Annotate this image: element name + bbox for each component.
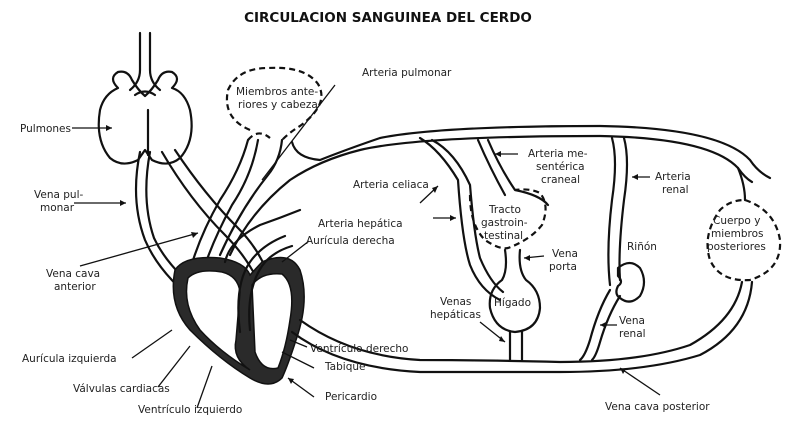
label-tracto-2: gastroin- [481, 217, 528, 229]
diagram-title: CIRCULACION SANGUINEA DEL CERDO [244, 10, 532, 26]
label-arteria-celiaca: Arteria celiaca [353, 179, 429, 191]
label-vena-renal-1: Vena [619, 315, 645, 327]
label-ventriculo-izquierdo: Ventrículo izquierdo [138, 404, 242, 416]
label-vena-cava-posterior: Vena cava posterior [605, 401, 710, 413]
label-auricula-izquierda: Aurícula izquierda [22, 353, 117, 365]
label-vena-cava-anterior-2: anterior [54, 281, 96, 293]
label-auricula-derecha: Aurícula derecha [306, 235, 395, 247]
label-rinon: Riñón [627, 241, 657, 253]
label-vena-cava-anterior-1: Vena cava [46, 268, 100, 280]
anterior-limbs-head [225, 66, 323, 141]
posterior-body-limbs [290, 198, 782, 374]
liver [488, 248, 542, 362]
label-tabique: Tabique [324, 361, 365, 373]
label-vena-porta-1: Vena [552, 248, 578, 260]
kidney [578, 261, 646, 362]
label-cuerpo-3: posteriores [707, 241, 766, 253]
label-vena-porta-2: porta [549, 261, 577, 273]
label-arteria-renal-1: Arteria [655, 171, 691, 183]
labels: Pulmones Vena pul- monar Vena cava anter… [20, 67, 766, 416]
anterior-vessels [188, 124, 772, 272]
label-arteria-mesenterica-3: craneal [541, 174, 580, 186]
label-arteria-pulmonar: Arteria pulmonar [362, 67, 452, 79]
abdominal-vessels [418, 136, 747, 302]
label-venas-hepaticas-1: Venas [440, 296, 471, 308]
label-cuerpo-2: miembros [711, 228, 763, 240]
label-miembros-anteriores-2: riores y cabeza [238, 99, 318, 111]
label-pericardio: Pericardio [325, 391, 377, 403]
label-vena-renal-2: renal [619, 328, 646, 340]
label-higado: Hígado [494, 297, 531, 309]
label-vena-pulmonar-1: Vena pul- [34, 189, 83, 201]
label-pulmones: Pulmones [20, 123, 71, 135]
label-arteria-hepatica: Arteria hepática [318, 218, 403, 230]
label-tracto-3: testinal [484, 230, 523, 242]
label-valvulas-cardiacas: Válvulas cardiacas [73, 383, 170, 395]
heart [172, 208, 305, 385]
label-venas-hepaticas-2: hepáticas [430, 309, 481, 321]
label-vena-pulmonar-2: monar [40, 202, 75, 214]
gi-tract [468, 188, 547, 250]
label-arteria-mesenterica-1: Arteria me- [528, 148, 588, 160]
leader-lines [72, 84, 661, 409]
lungs [97, 31, 193, 165]
label-tracto-1: Tracto [488, 204, 521, 216]
label-cuerpo-1: Cuerpo y [713, 215, 760, 227]
label-arteria-renal-2: renal [662, 184, 689, 196]
label-miembros-anteriores-1: Miembros ante- [236, 86, 318, 98]
label-arteria-mesenterica-2: sentérica [536, 161, 585, 173]
label-ventriculo-derecho: Ventrículo derecho [310, 343, 408, 355]
